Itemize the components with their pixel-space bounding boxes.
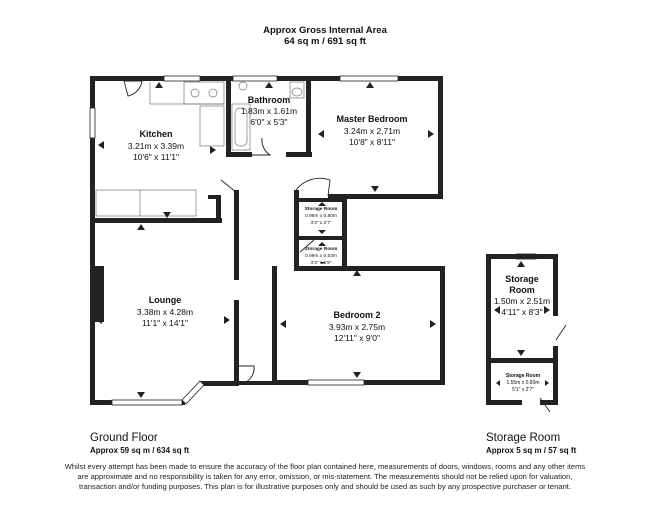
bathroom-fixtures	[231, 81, 305, 151]
kitchen-metric: 3.21m x 3.39m	[128, 141, 184, 151]
bathroom-name: Bathroom	[248, 95, 291, 105]
lounge-name: Lounge	[149, 295, 182, 305]
storage-small-2-name: Storage Room	[305, 246, 338, 252]
master-bedroom-metric: 3.24m x 2.71m	[344, 126, 400, 136]
room-bedroom-2: Bedroom 2 3.93m x 2.75m 12'11" x 9'0"	[329, 310, 385, 343]
storage-floor-area: Approx 5 sq m / 57 sq ft	[486, 446, 577, 455]
kitchen-name: Kitchen	[139, 129, 172, 139]
bedroom-2-metric: 3.93m x 2.75m	[329, 322, 385, 332]
room-storage-large: Storage Room 1.50m x 2.51m 4'11" x 8'3"	[494, 274, 550, 317]
kitchen-fixtures	[95, 81, 225, 217]
storage-small-name: Storage Room	[506, 373, 541, 379]
storage-room-walls	[486, 254, 558, 405]
ground-floor-walls	[90, 76, 445, 405]
bathroom-imperial: 6'0" x 5'3"	[250, 117, 287, 127]
room-kitchen: Kitchen 3.21m x 3.39m 10'6" x 11'1"	[128, 129, 184, 162]
storage-large-name-2: Room	[509, 285, 535, 295]
dimension-arrows	[96, 82, 550, 398]
storage-floor-label: Storage Room	[486, 432, 560, 444]
storage-small-1-imperial: 3'3" x 2'7"	[311, 220, 332, 226]
ground-floor-label: Ground Floor	[90, 432, 158, 444]
room-storage-small-1: Storage Room 0.98m x 0.80m 3'3" x 2'7"	[305, 206, 338, 226]
doors	[123, 80, 567, 413]
room-master-bedroom: Master Bedroom 3.24m x 2.71m 10'8" x 8'1…	[336, 114, 407, 147]
storage-small-2-imperial: 3'3" x 1'9"	[311, 260, 332, 266]
storage-large-name-1: Storage	[505, 274, 539, 284]
storage-large-imperial: 4'11" x 8'3"	[501, 307, 542, 317]
storage-small-2-metric: 0.99m x 0.53m	[305, 253, 337, 259]
header-area: 64 sq m / 691 sq ft	[284, 36, 367, 47]
master-bedroom-imperial: 10'8" x 8'11"	[349, 137, 395, 147]
room-storage-small: Storage Room 1.55m x 0.80m 5'1" x 2'7"	[506, 373, 541, 393]
room-lounge: Lounge 3.38m x 4.28m 11'1" x 14'1"	[137, 295, 193, 328]
bedroom-2-name: Bedroom 2	[333, 310, 380, 320]
room-storage-small-2: Storage Room 0.99m x 0.53m 3'3" x 1'9"	[305, 246, 338, 266]
storage-small-1-metric: 0.98m x 0.80m	[305, 213, 337, 219]
disclaimer: Whilst every attempt has been made to en…	[64, 462, 586, 492]
kitchen-imperial: 10'6" x 11'1"	[133, 152, 179, 162]
storage-small-1-name: Storage Room	[305, 206, 338, 212]
header-title: Approx Gross Internal Area	[263, 25, 387, 36]
lounge-imperial: 11'1" x 14'1"	[142, 318, 188, 328]
storage-large-metric: 1.50m x 2.51m	[494, 296, 550, 306]
master-bedroom-name: Master Bedroom	[336, 114, 407, 124]
room-bathroom: Bathroom 1.83m x 1.61m 6'0" x 5'3"	[241, 95, 297, 127]
storage-small-metric: 1.55m x 0.80m	[506, 380, 539, 386]
bathroom-metric: 1.83m x 1.61m	[241, 106, 297, 116]
lounge-metric: 3.38m x 4.28m	[137, 307, 193, 317]
storage-small-imperial: 5'1" x 2'7"	[512, 387, 534, 393]
bedroom-2-imperial: 12'11" x 9'0"	[334, 333, 380, 343]
ground-floor-area: Approx 59 sq m / 634 sq ft	[90, 446, 189, 455]
